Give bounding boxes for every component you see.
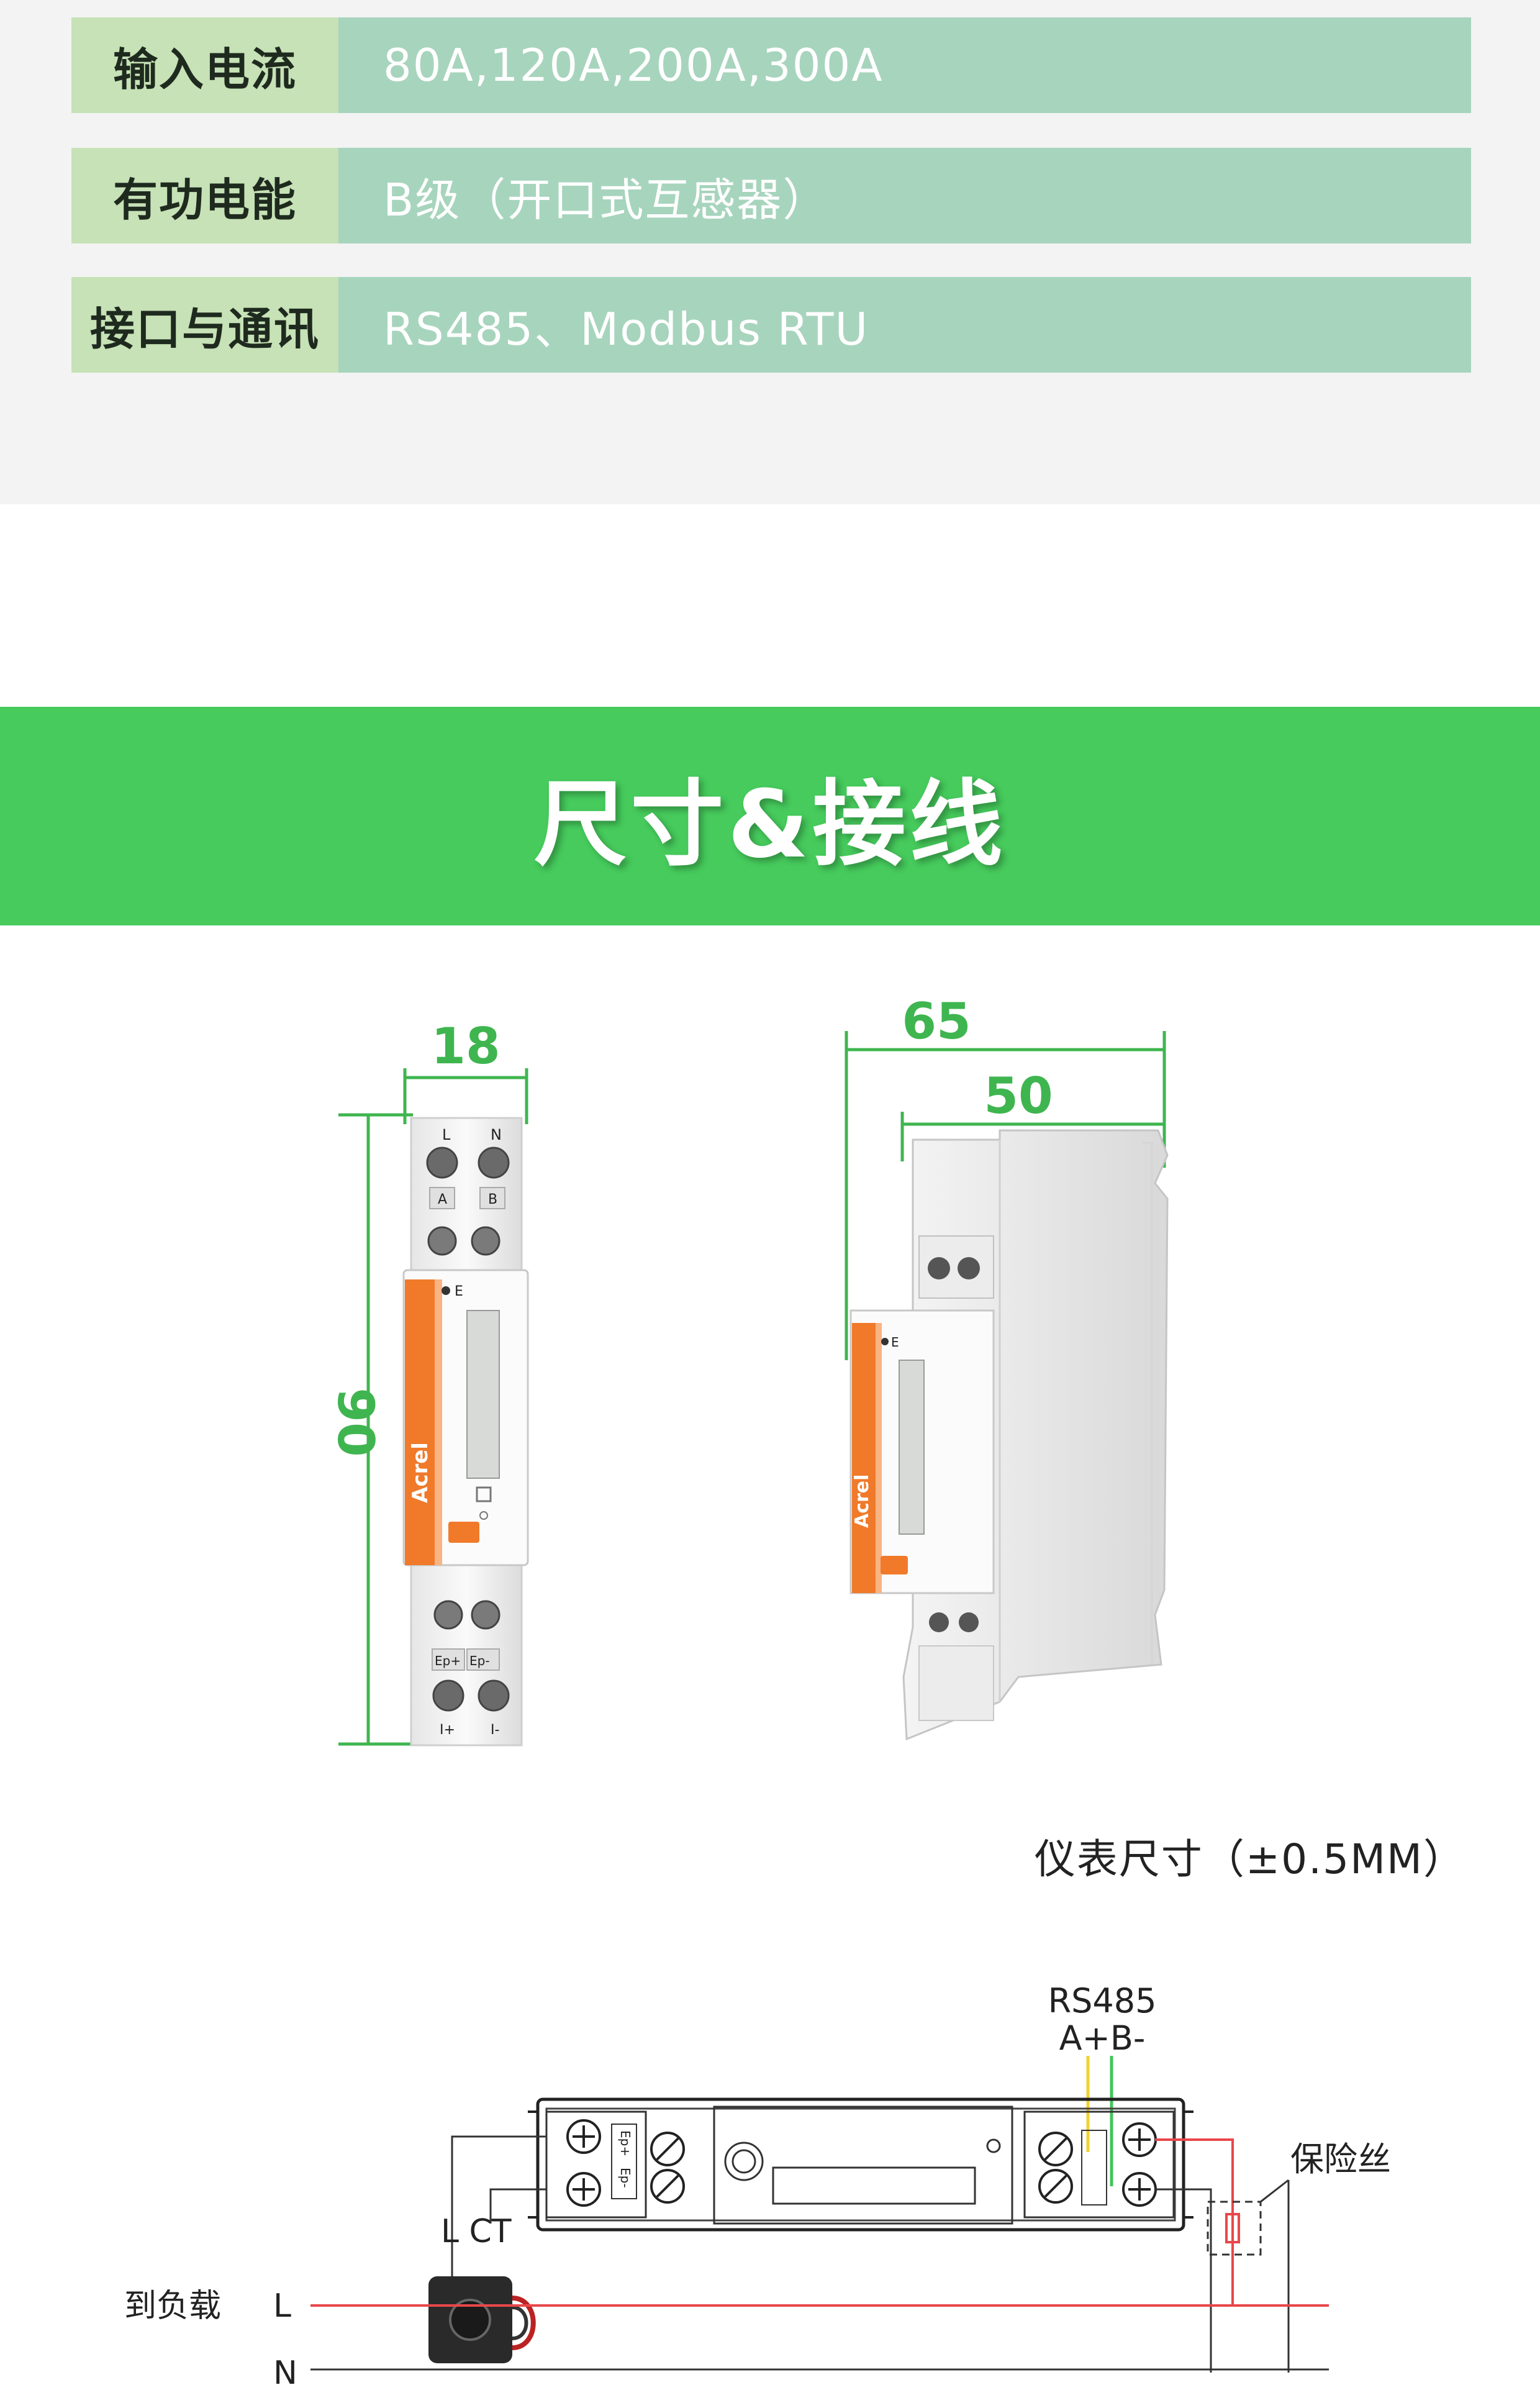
screw-icon: [566, 2119, 601, 2154]
dimension-caption: 仪表尺寸（±0.5MM）: [1034, 1835, 1465, 1883]
term-label-B: B: [488, 1192, 497, 1207]
spec-label: 输入电流: [71, 17, 338, 113]
screw-icon: [471, 1600, 500, 1630]
display-marker: E: [455, 1284, 463, 1299]
key-icon: [479, 1511, 488, 1520]
button-icon: [881, 1556, 908, 1574]
screw-icon: [471, 1226, 500, 1256]
ab-label: A+B-: [1059, 2019, 1146, 2058]
ct-wire: [489, 2188, 546, 2224]
term-label-i-plus: I+: [440, 1722, 455, 1738]
term-label-ep-minus: Ep-: [618, 2168, 633, 2188]
screw-icon: [1038, 2169, 1073, 2204]
screw-icon: [478, 1147, 510, 1179]
brand-logo: Acrel: [851, 1474, 873, 1528]
screw-icon: [650, 2169, 685, 2204]
term-label-i-minus: I-: [491, 1722, 499, 1738]
screw-icon: [566, 2172, 601, 2207]
button-icon: [448, 1522, 479, 1543]
spec-row-energy: 有功电能 B级（开口式互感器）: [71, 148, 1471, 243]
line-N-label: N: [273, 2355, 297, 2385]
neutral-wire: [1155, 2188, 1212, 2373]
spec-value: 80A,120A,200A,300A: [338, 17, 1471, 113]
section-title: 尺寸&接线: [533, 770, 1007, 879]
screw-icon: [427, 1226, 457, 1256]
rs485-label: RS485: [1048, 1981, 1157, 2020]
spec-label: 有功电能: [71, 148, 338, 243]
spec-section: 输入电流 80A,120A,200A,300A 有功电能 B级（开口式互感器） …: [0, 0, 1540, 504]
spec-row-current: 输入电流 80A,120A,200A,300A: [71, 17, 1471, 113]
spec-row-interface: 接口与通讯 RS485、Modbus RTU: [71, 277, 1471, 373]
term-label-ep-plus: Ep+: [435, 1653, 461, 1668]
term-label-ep-minus: Ep-: [469, 1653, 490, 1668]
wiring-diagram: RS485 A+B- Ep+ Ep-: [124, 1981, 1391, 2385]
meter-outline: [536, 2097, 1185, 2232]
dim-height: 90: [327, 1388, 384, 1456]
lcd-display: [466, 1310, 500, 1479]
spec-value: B级（开口式互感器）: [338, 148, 1471, 243]
line-L-label: L: [273, 2287, 291, 2325]
brand-logo: Acrel: [408, 1442, 433, 1503]
section-banner: 尺寸&接线: [0, 707, 1540, 925]
term-label-ep-plus: Ep+: [618, 2130, 633, 2156]
screw-icon: [1038, 2132, 1073, 2166]
dim-inner-depth: 50: [984, 1067, 1053, 1125]
dim-overall-depth: 65: [902, 993, 971, 1050]
term-label-L: L: [442, 1126, 451, 1143]
screw-icon: [478, 1679, 510, 1712]
front-view-device: 18 90 L N A B Acrel E Ep+: [327, 1017, 529, 1747]
lcd-display: [899, 1360, 925, 1535]
ct-wire: [451, 2135, 546, 2298]
fuse-label: 保险丝: [1290, 2140, 1391, 2179]
screw-icon: [432, 1679, 464, 1712]
load-label: 到负载: [124, 2287, 221, 2325]
spec-label: 接口与通讯: [71, 277, 338, 373]
spec-value: RS485、Modbus RTU: [338, 277, 1471, 373]
term-label-N: N: [491, 1126, 502, 1143]
side-view-device: 65 50 Acrel E: [845, 993, 1169, 1741]
dim-front-width: 18: [431, 1017, 500, 1075]
term-label-A: A: [438, 1192, 447, 1207]
display-marker: E: [891, 1335, 899, 1350]
lcd-display: [772, 2166, 976, 2205]
screw-icon: [433, 1600, 463, 1630]
ct-label: L CT: [441, 2213, 512, 2250]
fuse-icon: [1207, 2201, 1262, 2256]
live-wire: [1155, 2138, 1234, 2304]
screw-icon: [426, 1147, 458, 1179]
led-icon: [476, 1486, 492, 1502]
screw-icon: [650, 2132, 685, 2166]
